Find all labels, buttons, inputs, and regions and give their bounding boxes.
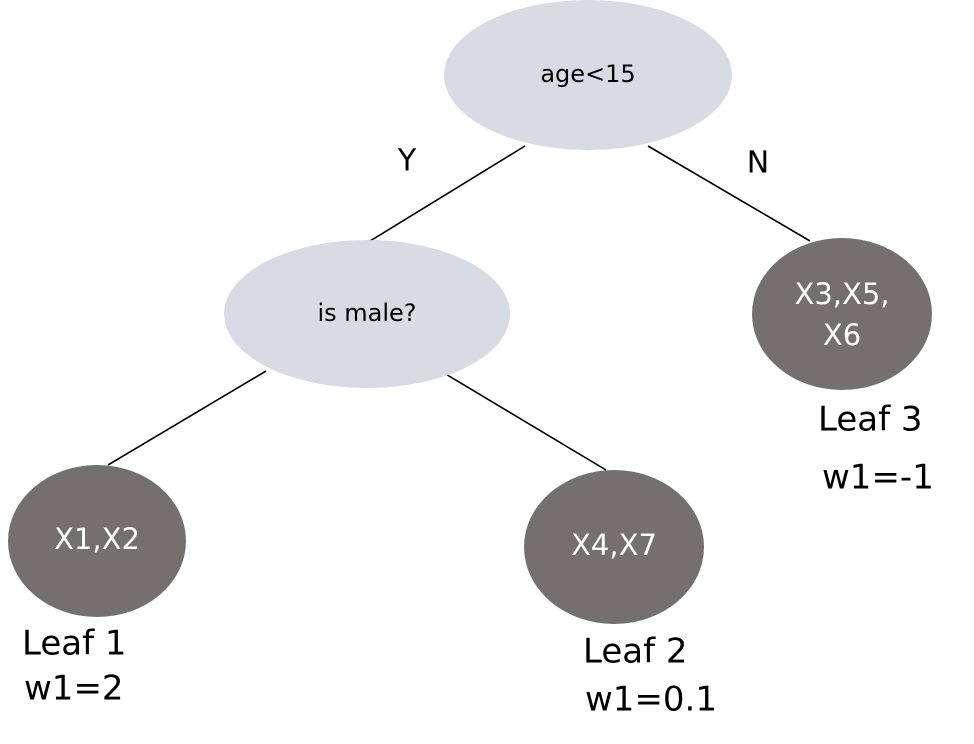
leaf2-weight: w1=0.1 [585, 680, 717, 720]
leaf1-name: Leaf 1 [22, 624, 127, 664]
root-decision-node: age<15 [444, 0, 732, 150]
leaf3-name: Leaf 3 [818, 400, 923, 440]
edge-root-to-is-male [369, 145, 526, 242]
leaf3-members-line2: X6 [823, 318, 861, 352]
leaf2-shape [524, 470, 704, 624]
leaf3-members-line1: X3,X5, [794, 277, 889, 311]
leaf3-weight: w1=-1 [822, 458, 934, 498]
leaf3-shape [752, 238, 932, 390]
branch-label-no: N [747, 146, 769, 181]
root-decision-label: age<15 [540, 60, 635, 88]
is-male-decision-node: is male? [224, 240, 510, 388]
leaf2-members: X4,X7 [571, 528, 657, 562]
leaf1-node: X1,X2 [8, 465, 186, 617]
leaf1-weight: w1=2 [24, 669, 124, 709]
leaf2-name: Leaf 2 [583, 632, 688, 672]
root-decision-shape [444, 0, 732, 150]
leaf1-members: X1,X2 [54, 522, 140, 556]
leaf1-shape [8, 465, 186, 617]
branch-label-yes: Y [397, 144, 417, 179]
edge-is-male-to-leaf1 [107, 370, 267, 466]
leaf2-node: X4,X7 [524, 470, 704, 624]
leaf3-node: X3,X5, X6 [752, 238, 932, 390]
edge-root-to-leaf3 [647, 145, 811, 242]
is-male-decision-shape [224, 240, 510, 388]
is-male-decision-label: is male? [317, 299, 416, 327]
edge-is-male-to-leaf2 [443, 372, 607, 471]
